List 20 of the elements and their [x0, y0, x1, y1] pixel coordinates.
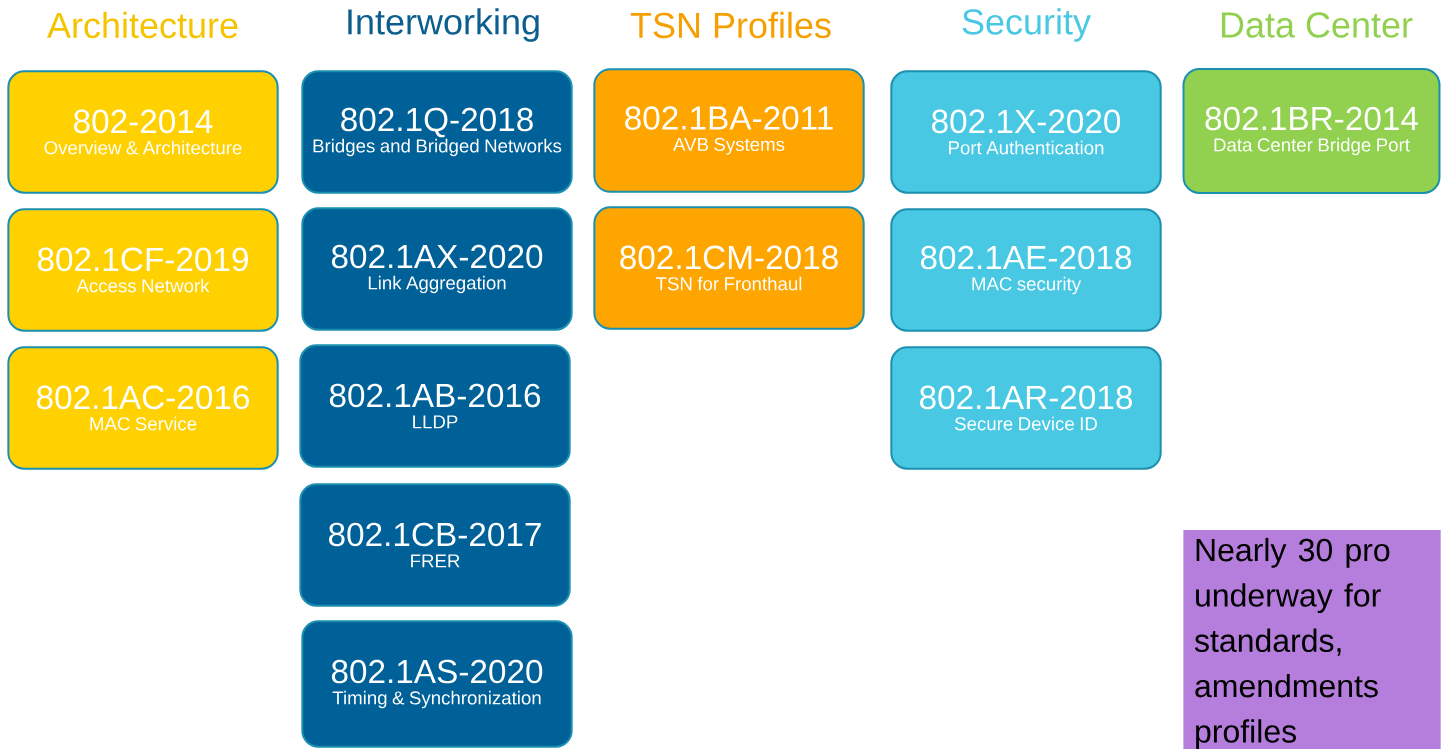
standard-box: 802.1BA-2011 AVB Systems [593, 68, 865, 193]
standard-box: 802.1BR-2014 Data Center Bridge Port [1182, 68, 1441, 194]
standard-box: 802.1CF-2019 Access Network [7, 208, 279, 332]
standard-box: 802.1X-2020 Port Authentication [890, 70, 1162, 194]
column-heading: TSN Profiles [630, 11, 831, 39]
standard-box: 802.1Q-2018 Bridges and Bridged Networks [301, 70, 573, 194]
standard-box: 802-2014 Overview & Architecture [7, 70, 279, 194]
column-heading: Security [962, 8, 1091, 42]
standard-box: 802.1CB-2017 FRER [299, 483, 571, 607]
column-heading: Interworking [348, 8, 539, 42]
standard-box: 802.1AC-2016 MAC Service [7, 346, 279, 470]
standard-box: 802.1AR-2018 Secure Device ID [890, 346, 1162, 470]
standard-box: 802.1AX-2020 Link Aggregation [301, 207, 573, 331]
standard-box: 802.1AE-2018 MAC security [890, 208, 1162, 332]
standard-box: 802.1AB-2016 LLDP [299, 344, 571, 468]
column-heading: Data Center [1221, 12, 1413, 38]
column-heading: Architecture [47, 11, 238, 39]
standard-box: 802.1AS-2020 Timing & Synchronization [301, 620, 573, 748]
standard-box: 802.1CM-2018 TSN for Fronthaul [593, 206, 865, 330]
note-box: Nearly 30 pro underway for standards, amendments profiles [1183, 529, 1441, 749]
